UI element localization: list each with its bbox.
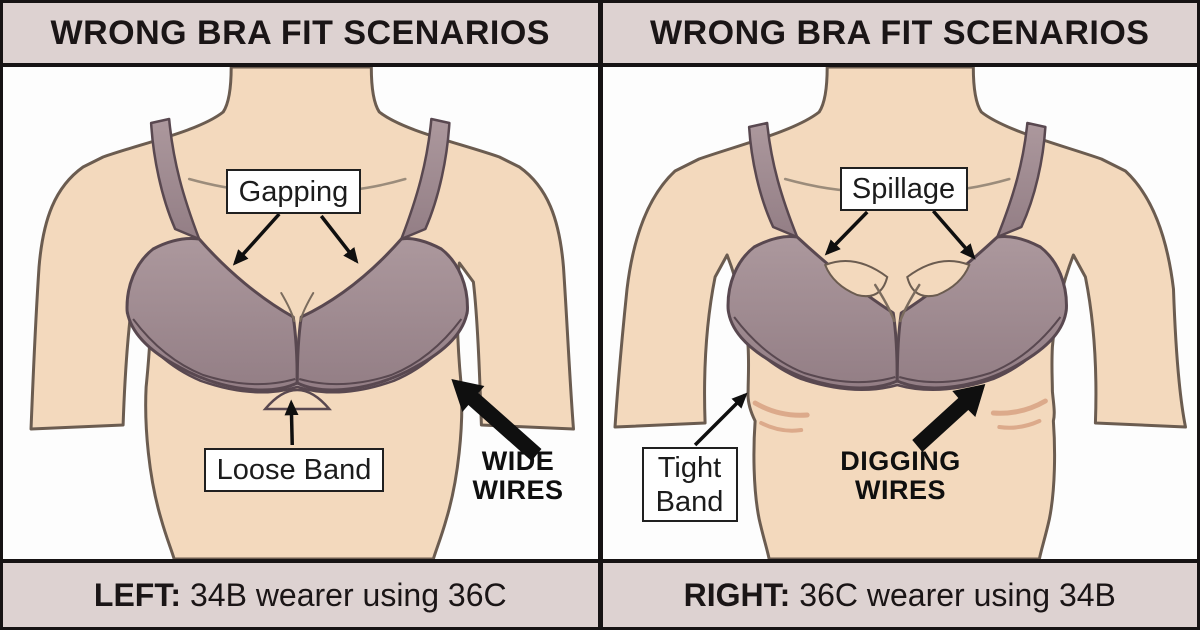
digging-wires-label: DIGGING WIRES [840,446,961,505]
spillage-label: Spillage [851,173,956,205]
gapping-label: Gapping [238,175,349,208]
header-right-title: WRONG BRA FIT SCENARIOS [650,13,1150,52]
underwire-seams [132,318,463,386]
wide-wires-label: WIDE WIRES [472,446,564,505]
tight-band-creases [752,398,1048,433]
bra-cups [125,237,469,392]
illustration-right-torso [613,67,1187,559]
underwire-seams [732,316,1061,384]
panel-left-gapping-scenario: Gapping Loose Band WIDE WIRES [3,67,598,559]
spillage-label-box: Spillage [839,167,968,211]
caption-right-text: 36C wearer using 34B [799,576,1116,613]
loose-band-gap-arch [262,388,332,411]
tight-band-label-line1: Tight [657,451,722,484]
header-left: WRONG BRA FIT SCENARIOS [3,3,598,63]
caption-right-prefix: RIGHT: [683,576,791,613]
header-right: WRONG BRA FIT SCENARIOS [602,3,1197,63]
cleavage-lines [873,283,921,323]
caption-left-text: 34B wearer using 36C [189,576,507,613]
caption-left: LEFT: 34B wearer using 36C [3,563,598,627]
header-left-title: WRONG BRA FIT SCENARIOS [50,13,550,52]
spillage-arrows [824,209,976,260]
tight-band-label-line2: Band [655,485,724,518]
tight-band-arrow [693,392,748,447]
gapping-label-box: Gapping [226,169,361,214]
tight-band-label-box: Tight Band [641,447,738,522]
bra-cups [726,235,1068,390]
digging-wires-arrow [911,384,985,452]
spillage-bulges [823,260,971,298]
caption-left-prefix: LEFT: [93,576,181,613]
bra-straps [149,117,451,241]
wide-wires-arrow [451,379,542,461]
center-divider-line [597,3,603,627]
gapping-arrows [232,212,359,266]
loose-band-arrow [284,399,299,446]
caption-separator-line [3,559,1197,563]
panel-right-spillage-scenario: Spillage Tight Band DIGGING WIRES [602,67,1197,559]
loose-band-label-box: Loose Band [204,448,384,492]
loose-band-label: Loose Band [216,454,372,486]
caption-right: RIGHT: 36C wearer using 34B [602,563,1197,627]
illustration-left-torso [29,67,575,559]
bra-straps [747,121,1047,239]
cleavage-lines [280,292,315,322]
